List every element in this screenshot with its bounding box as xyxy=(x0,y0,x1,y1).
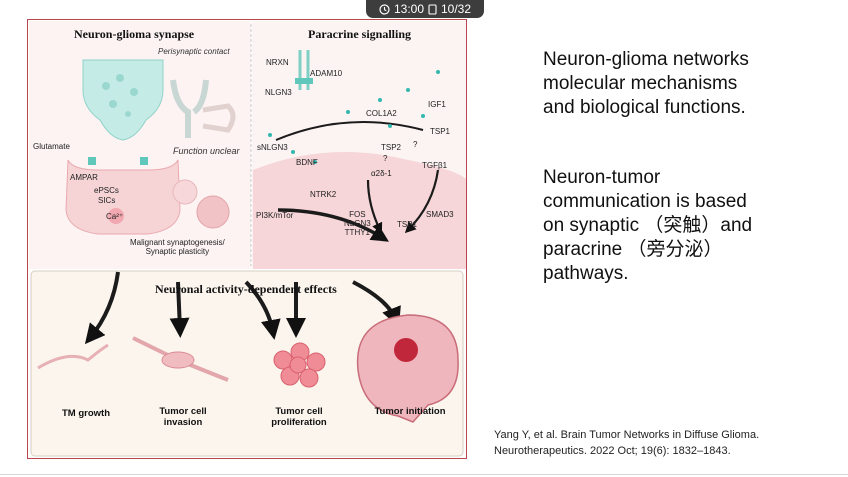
heading-line: Neuron-glioma networks xyxy=(543,49,749,70)
epscs-label: ePSCs xyxy=(94,186,119,195)
effect-tumor-initiation: Tumor initiation xyxy=(360,406,460,417)
pi3k-label: PI3K/mTor xyxy=(256,211,294,220)
effect-caption-line: Tumor initiation xyxy=(374,406,446,417)
slide-counter: 10/32 xyxy=(441,2,472,16)
ntrk2-label: NTRK2 xyxy=(310,190,337,199)
sics-label: SICs xyxy=(98,196,116,205)
synaptogenesis-label-line-1: Malignant synaptogenesis/ xyxy=(130,238,225,247)
glutamate-label: Glutamate xyxy=(33,142,70,151)
effect-caption-line: TM growth xyxy=(61,408,110,419)
synaptogenesis-label: Malignant synaptogenesis/ Synaptic plast… xyxy=(130,238,225,256)
tgfb1-label: TGFβ1 xyxy=(422,161,448,170)
citation-line: Neurotherapeutics. 2022 Oct; 19(6): 1832… xyxy=(494,445,731,457)
alpha2delta1-label: α2δ-1 xyxy=(371,169,392,178)
effects-panel-title: Neuronal activity-dependent effects xyxy=(155,282,337,296)
function-unclear-label: Function unclear xyxy=(173,146,240,156)
question-mark-1: ? xyxy=(413,140,418,149)
perisynaptic-label: Perisynaptic contact xyxy=(158,47,230,56)
gene-list: FOS NLGN3 TTHY1 xyxy=(344,210,371,237)
heading-line: and biological functions. xyxy=(543,97,746,118)
tsp1-mid-label: TSP1 xyxy=(397,220,418,229)
body-line: paracrine （旁分泌） xyxy=(543,239,723,260)
slide-figure: Neuron-glioma synapse Paracrine signalli… xyxy=(27,19,467,459)
ampar-label: AMPAR xyxy=(70,173,98,182)
body-line: communication is based xyxy=(543,191,747,212)
heading-line: molecular mechanisms xyxy=(543,73,738,94)
tthy1-label: TTHY1 xyxy=(344,228,371,237)
effect-tm-growth: TM growth xyxy=(46,408,126,419)
bottom-divider xyxy=(0,474,848,475)
clock-icon xyxy=(379,3,390,15)
effect-invasion: Tumor cell invasion xyxy=(138,406,228,428)
nrxn-label: NRXN xyxy=(266,58,289,67)
adam10-label: ADAM10 xyxy=(310,69,343,78)
smad3-label: SMAD3 xyxy=(426,210,454,219)
snlgn3-label: sNLGN3 xyxy=(257,143,288,152)
nlgn3-mid-label: NLGN3 xyxy=(344,219,371,228)
paracrine-panel-title: Paracrine signalling xyxy=(308,27,411,41)
effect-caption-line: Tumor cell xyxy=(159,406,207,417)
body-line: Neuron-tumor xyxy=(543,167,661,188)
igf1-label: IGF1 xyxy=(428,100,446,109)
time-display: 13:00 xyxy=(393,2,424,16)
question-mark-2: ? xyxy=(383,154,388,163)
synaptogenesis-label-line-2: Synaptic plasticity xyxy=(145,247,210,256)
body-line: pathways. xyxy=(543,263,629,284)
figure-artwork xyxy=(29,21,466,457)
citation-line: Yang Y, et al. Brain Tumor Networks in D… xyxy=(494,429,760,441)
slide-heading: Neuron-glioma networks molecular mechani… xyxy=(543,48,833,120)
slide-body: Neuron-tumor communication is based on s… xyxy=(543,166,833,286)
effect-caption-line: Tumor cell xyxy=(275,406,323,417)
effect-proliferation: Tumor cell proliferation xyxy=(254,406,344,428)
fos-label: FOS xyxy=(349,210,366,219)
bdnf-label: BDNF xyxy=(296,158,318,167)
effect-caption-line-2: invasion xyxy=(163,417,203,428)
effect-caption-line-2: proliferation xyxy=(271,417,327,428)
slide-status-bar: 13:00 10/32 xyxy=(366,0,484,18)
tsp1-label: TSP1 xyxy=(430,127,451,136)
slide-icon xyxy=(428,3,437,15)
col1a2-label: COL1A2 xyxy=(366,109,397,118)
synapse-panel-title: Neuron-glioma synapse xyxy=(74,27,195,41)
nlgn3-label: NLGN3 xyxy=(265,88,292,97)
body-line: on synaptic （突触）and xyxy=(543,215,753,236)
citation: Yang Y, et al. Brain Tumor Networks in D… xyxy=(494,427,759,459)
calcium-label: Ca²⁺ xyxy=(106,212,124,221)
tsp2-label: TSP2 xyxy=(381,143,402,152)
